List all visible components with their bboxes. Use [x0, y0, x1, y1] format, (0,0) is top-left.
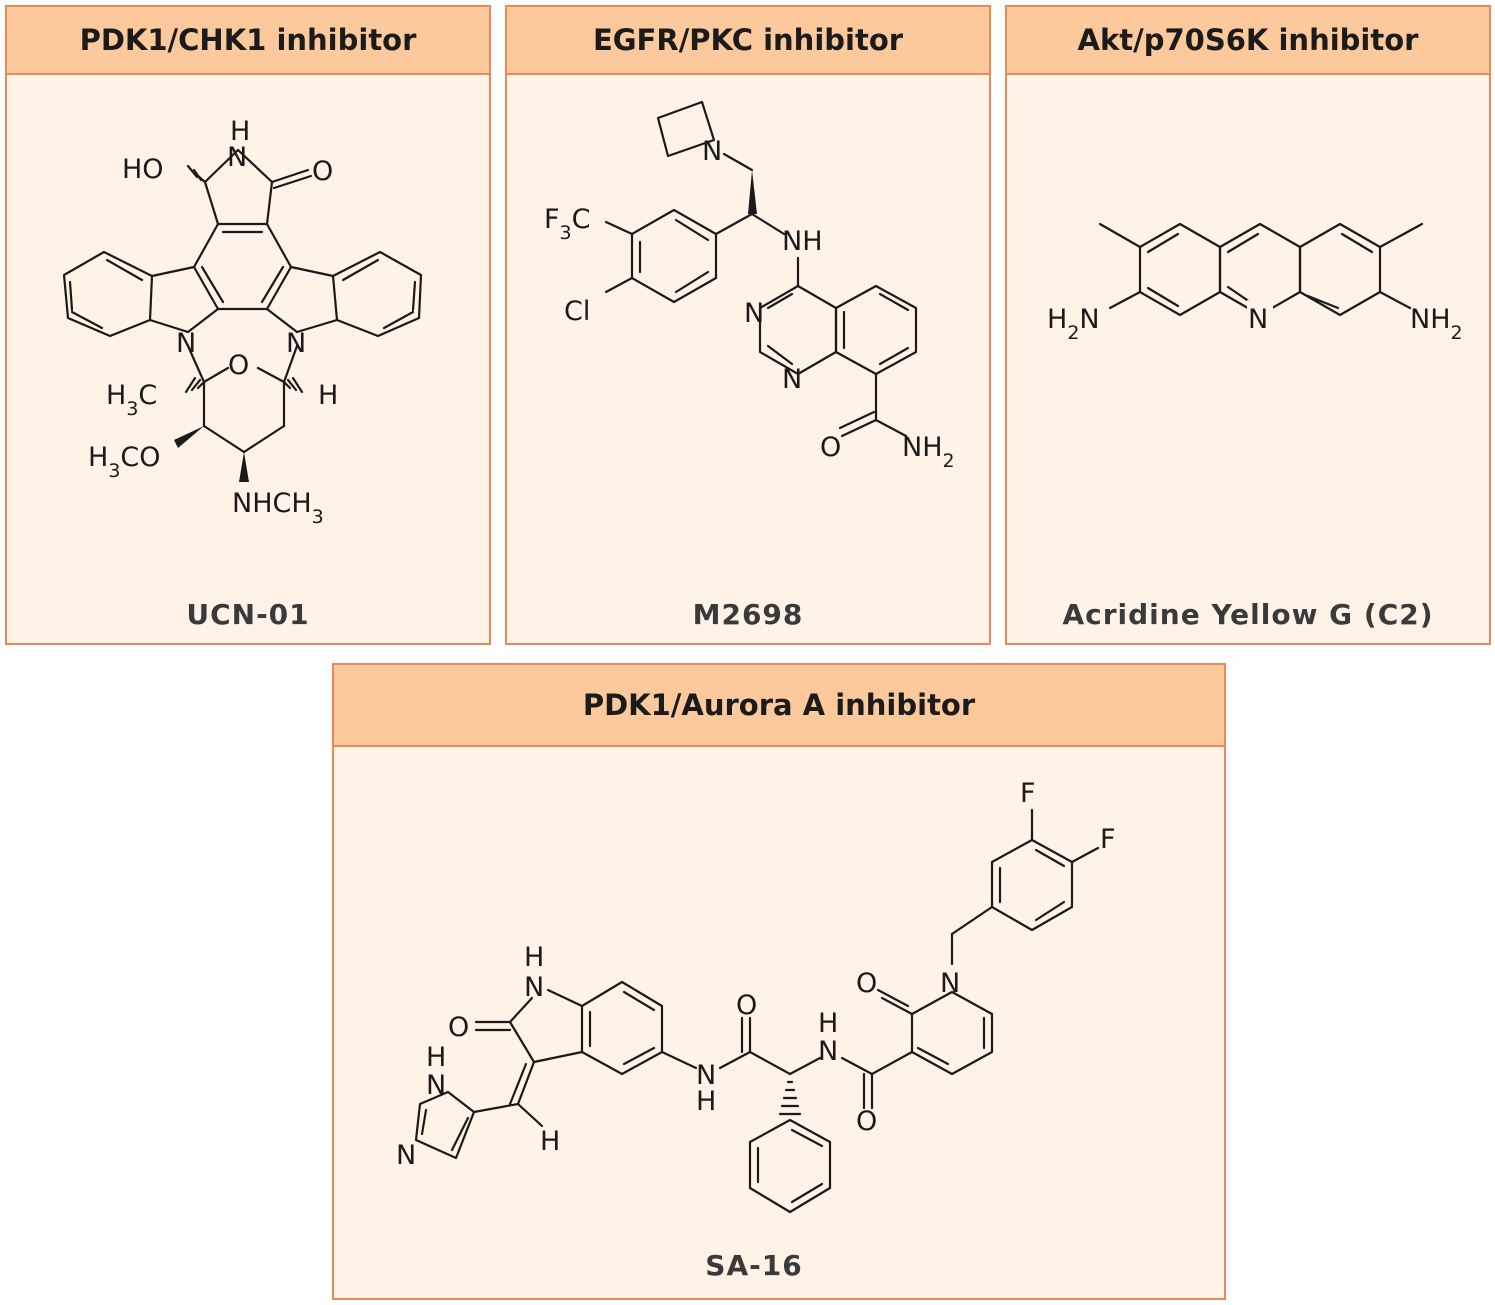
atom-cf3: F3C [544, 204, 590, 244]
atom-imide-n: N [227, 142, 247, 173]
atom-amide-n: N [818, 1036, 838, 1067]
atom-vinyl-h: H [540, 1126, 560, 1157]
atom-amide-o: O [736, 990, 757, 1021]
atom-ring-n: N [1248, 304, 1268, 335]
atom-imide-h: H [230, 116, 250, 147]
panel-egfr-pkc: EGFR/PKC inhibitor N F3C Cl NH [505, 5, 991, 645]
structure-m2698: N F3C Cl NH N N O NH2 [544, 100, 955, 472]
atom-methoxy: H3CO [88, 442, 161, 482]
atom-amide-n: N [696, 1060, 716, 1091]
atom-o: O [820, 432, 841, 463]
atom-imidazole-nh: N [426, 1070, 446, 1101]
atom-nh2-left: H2N [1047, 304, 1100, 344]
atom-indolinone-n: N [524, 972, 544, 1003]
compound-name: SA-16 [705, 1249, 803, 1282]
atom-amide-h: H [818, 1008, 838, 1039]
atom-imidazole-n: N [396, 1140, 416, 1171]
atom-f: F [1020, 778, 1036, 809]
atom-hydroxyl: HO [122, 154, 164, 185]
panel-header: PDK1/Aurora A inhibitor [334, 665, 1224, 747]
panel-header: EGFR/PKC inhibitor [507, 7, 989, 75]
panel-pdk1-chk1: PDK1/CHK1 inhibitor [5, 5, 491, 645]
atom-h: H [318, 380, 338, 411]
atom-methyl: H3C [106, 380, 157, 420]
panel-header: Akt/p70S6K inhibitor [1007, 7, 1489, 75]
atom-f: F [1100, 824, 1116, 855]
atom-cl: Cl [564, 296, 590, 327]
atom-pyridone-o: O [856, 968, 877, 999]
atom-azetidine-n: N [702, 136, 722, 167]
atom-amide-o: O [856, 1106, 877, 1137]
atom-methylamino: NHCH3 [232, 488, 324, 528]
atom-nh2-right: NH2 [1410, 304, 1463, 344]
atom-nh: NH [782, 226, 823, 257]
panel-header: PDK1/CHK1 inhibitor [7, 7, 489, 75]
compound-name: UCN-01 [186, 598, 310, 631]
compound-name: M2698 [692, 598, 804, 631]
atom-indole-n: N [286, 328, 306, 359]
atom-indolinone-h: H [524, 942, 544, 973]
atom-indolinone-o: O [448, 1012, 469, 1043]
atom-amide-h: H [696, 1086, 716, 1117]
atom-nh2: NH2 [902, 432, 955, 472]
atom-carbonyl-o: O [312, 156, 333, 187]
atom-imidazole-h: H [426, 1042, 446, 1073]
structure-sa-16: F F O N H N O H N N H N H O H N O [396, 778, 1116, 1214]
structure-ucn-01: H N HO O N N O H3C H H3CO NHCH3 [62, 116, 423, 528]
panel-akt-p70s6k: Akt/p70S6K inhibitor N H2N NH2 Acridine … [1005, 5, 1491, 645]
atom-n1: N [782, 364, 802, 395]
compound-name: Acridine Yellow G (C2) [1062, 598, 1434, 631]
atom-n3: N [744, 298, 764, 329]
atom-pyridone-n: N [940, 968, 960, 999]
atom-indole-n: N [176, 328, 196, 359]
panel-pdk1-aurora-a: PDK1/Aurora A inhibitor [332, 663, 1226, 1300]
structure-acridine-yellow-g: N H2N NH2 [1047, 222, 1463, 344]
atom-ring-o: O [228, 350, 249, 381]
